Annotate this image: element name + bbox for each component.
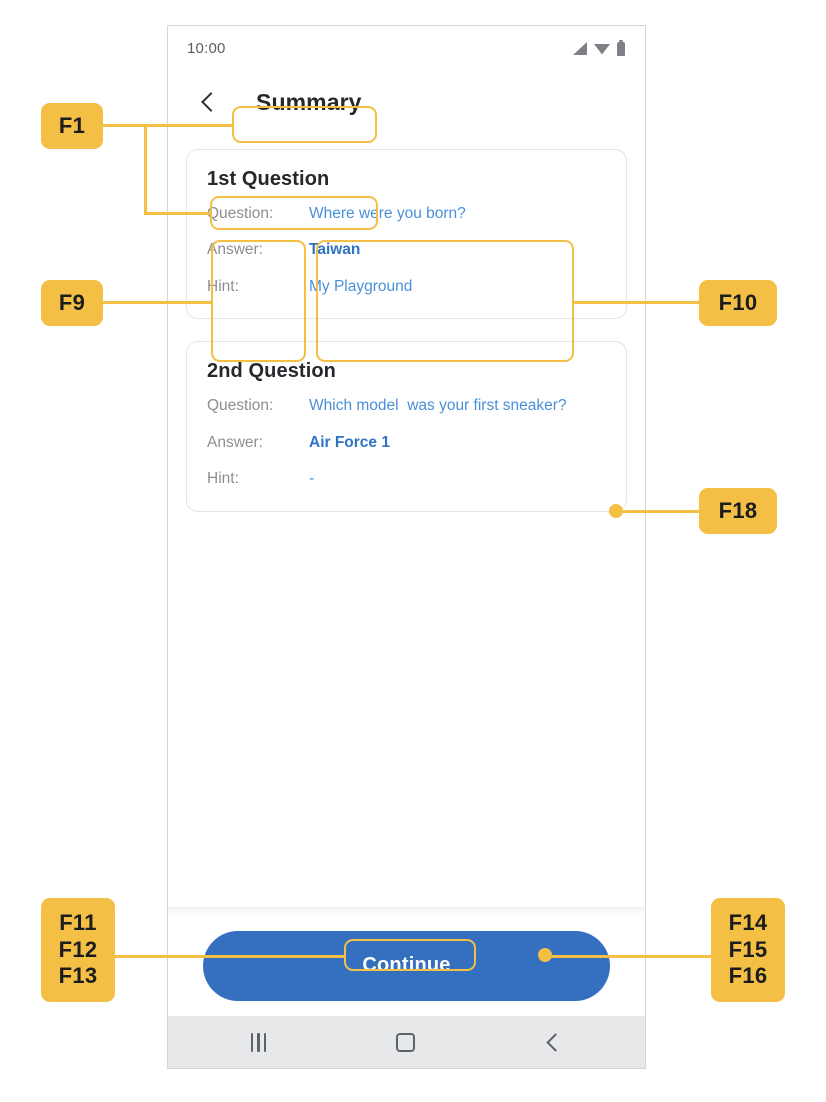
connector-dot-f18: [609, 504, 623, 518]
row-label: Answer:: [207, 433, 263, 451]
answer-row: Answer: Air Force 1: [207, 432, 606, 454]
android-nav-bar: [168, 1016, 645, 1068]
annotation-badge-f18: F18: [699, 488, 777, 534]
nav-back-icon[interactable]: [544, 1033, 562, 1051]
connector-f1-drop: [144, 124, 147, 215]
connector-f10: [573, 301, 699, 304]
annotation-badge-f11-f12-f13: F11 F12 F13: [41, 898, 115, 1002]
status-time: 10:00: [187, 40, 226, 57]
hint-row: Hint: My Playground: [207, 276, 606, 298]
home-icon[interactable]: [395, 1032, 415, 1052]
badge-label: F11: [59, 909, 97, 935]
row-value: Which model was your first sneaker?: [309, 397, 567, 415]
app-bar: Summary: [168, 71, 645, 133]
row-label: Hint:: [207, 470, 239, 488]
row-label: Question:: [207, 205, 274, 222]
question-card-1: 1st Question Question: Where were you bo…: [186, 149, 627, 320]
question-row: Question: Where were you born?: [207, 203, 606, 225]
annotation-badge-f1: F1: [41, 103, 103, 149]
row-value: My Playground: [309, 277, 413, 295]
highlight-card1-title: [210, 196, 378, 230]
highlight-continue-label: [344, 939, 476, 971]
badge-label: F18: [718, 497, 758, 523]
badge-label: F12: [58, 936, 98, 962]
row-value: Air Force 1: [309, 433, 390, 451]
badge-label: F15: [728, 936, 768, 962]
battery-icon: [617, 39, 625, 56]
signal-icon: [573, 42, 587, 55]
annotation-badge-f14-f15-f16: F14 F15 F16: [711, 898, 785, 1002]
status-icon-group: [573, 39, 625, 56]
row-label: Answer:: [207, 241, 263, 259]
badge-label: F14: [728, 909, 768, 935]
connector-f1-trunk: [103, 124, 146, 127]
card-title: 1st Question: [207, 168, 330, 190]
highlight-card1-values: [316, 240, 574, 362]
annotation-badge-f10: F10: [699, 280, 777, 326]
badge-label: F16: [728, 963, 768, 989]
card-title: 2nd Question: [207, 360, 336, 383]
row-label: Hint:: [207, 277, 239, 295]
badge-label: F1: [58, 112, 86, 138]
wifi-icon: [594, 43, 610, 55]
connector-f9: [103, 301, 212, 304]
badge-label: F9: [58, 289, 86, 315]
recents-icon[interactable]: [250, 1032, 267, 1052]
connector-f1-to-summary: [144, 124, 233, 127]
row-label: Question:: [207, 397, 274, 415]
question-row: Question: Which model was your first sne…: [207, 395, 606, 417]
connector-f1-to-card-title: [144, 212, 211, 215]
hint-row: Hint: -: [207, 468, 606, 490]
connector-f11-f12-f13: [115, 955, 345, 958]
row-value: Where were you born?: [309, 205, 466, 222]
connector-f18: [616, 510, 699, 513]
status-bar: 10:00: [168, 26, 645, 71]
content-shadow-divider: [168, 907, 645, 915]
back-chevron-icon[interactable]: [196, 90, 220, 114]
connector-dot-continue-button: [538, 948, 552, 962]
continue-button[interactable]: Continue: [203, 930, 610, 1001]
row-value: -: [309, 470, 315, 488]
badge-label: F10: [718, 289, 758, 315]
connector-f14-f15-f16: [545, 955, 711, 958]
page-title: Summary: [256, 88, 362, 115]
phone-frame: 10:00 Summary 1st Question Question: Whe…: [167, 25, 646, 1069]
highlight-card1-labels: [211, 240, 306, 362]
annotation-badge-f9: F9: [41, 280, 103, 326]
question-card-2: 2nd Question Question: Which model was y…: [186, 341, 627, 512]
bottom-action-bar: Continue: [168, 915, 645, 1016]
badge-label: F13: [58, 963, 98, 989]
highlight-summary-title: [232, 106, 377, 143]
screen-content: 1st Question Question: Where were you bo…: [168, 133, 645, 907]
